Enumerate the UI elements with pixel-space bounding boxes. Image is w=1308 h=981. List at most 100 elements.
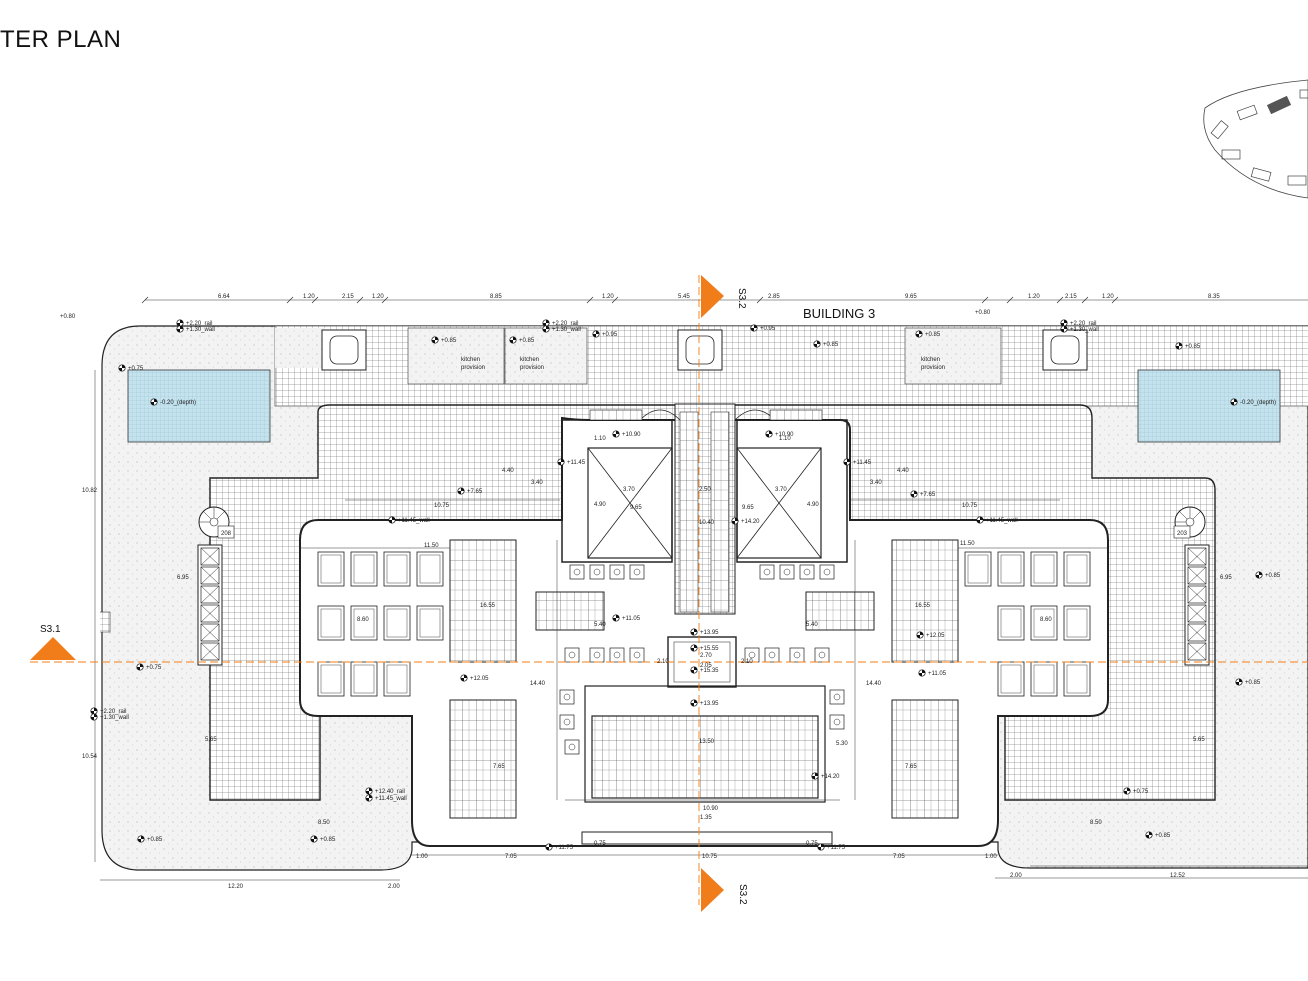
level-marker: +1.30_wall bbox=[542, 325, 581, 333]
kitchen-provision-right: provision bbox=[921, 365, 945, 371]
dim-top: 2.85 bbox=[768, 294, 780, 300]
dim-center: 9.65 bbox=[742, 505, 754, 511]
page-title: TER PLAN bbox=[0, 26, 122, 53]
level-marker: +13.95 bbox=[690, 699, 719, 707]
dim-center: 5.40 bbox=[594, 622, 606, 628]
level-marker: +15.35 bbox=[690, 666, 719, 674]
level-text: +11.45_wall bbox=[375, 796, 407, 802]
dim-center: 1.10 bbox=[779, 436, 791, 442]
stair-core-right bbox=[736, 447, 822, 559]
seat-module bbox=[350, 605, 378, 641]
level-marker: +11.45 bbox=[557, 458, 586, 466]
dim-tick bbox=[586, 296, 594, 304]
dim-tick bbox=[286, 296, 294, 304]
level-marker: +0.85 bbox=[1235, 678, 1261, 686]
seat-module bbox=[416, 551, 444, 587]
dim-center: 2.10 bbox=[657, 659, 669, 665]
level-marker: +0.85 bbox=[509, 336, 535, 344]
dim-center: 16.55 bbox=[915, 603, 931, 609]
level-text: +11.05 bbox=[928, 671, 947, 677]
level-text: +0.85 bbox=[320, 837, 336, 843]
chair bbox=[559, 714, 575, 730]
kitchen-zone-mid bbox=[504, 327, 588, 385]
level-marker: +1.30_wall bbox=[1060, 325, 1099, 333]
level-marker: +0.75 bbox=[136, 663, 162, 671]
seat-module bbox=[350, 551, 378, 587]
level-marker: +11.45 bbox=[843, 458, 872, 466]
seat-module bbox=[997, 605, 1025, 641]
level-marker: +0.85 bbox=[813, 340, 839, 348]
dim-center: 6.95 bbox=[177, 575, 189, 581]
level-text: +10.90 bbox=[622, 432, 641, 438]
level-marker: +11.05 bbox=[612, 614, 641, 622]
dim-bottom-mid: 10.75 bbox=[702, 854, 718, 860]
level-text: +2.20_rail bbox=[1070, 321, 1097, 327]
dim-center: 2.50 bbox=[699, 487, 711, 493]
dim-center: 7.65 bbox=[905, 764, 917, 770]
level-text: +0.85 bbox=[1265, 573, 1281, 579]
level-text: +11.45 bbox=[567, 460, 586, 466]
level-marker: +2.20_rail bbox=[176, 319, 213, 327]
upper-dot-zone-left bbox=[275, 328, 325, 368]
seat-module bbox=[350, 661, 378, 697]
dim-tick bbox=[756, 296, 764, 304]
dim-bottom-mid: 0.75 bbox=[594, 841, 606, 847]
level-text: +0.80 bbox=[975, 310, 991, 316]
bottom-entrance bbox=[581, 831, 833, 845]
level-marker: +1.30_wall bbox=[90, 713, 129, 721]
dim-tick bbox=[141, 296, 149, 304]
storage-boxes bbox=[200, 547, 1207, 661]
kitchen-label-left: kitchen bbox=[461, 357, 480, 363]
level-marker: +0.85 bbox=[1145, 831, 1171, 839]
dim-center: 13.50 bbox=[699, 739, 715, 745]
level-marker: +0.95 bbox=[750, 324, 776, 332]
section-marker-bottom bbox=[701, 868, 724, 912]
level-text: +0.85 bbox=[823, 342, 839, 348]
level-marker: +13.95 bbox=[690, 628, 719, 636]
level-marker: +10.90 bbox=[612, 430, 641, 438]
level-marker: -0.20_(depth) bbox=[1230, 398, 1276, 406]
level-marker: +14.20 bbox=[731, 517, 760, 525]
dim-center: 2.05 bbox=[700, 663, 712, 669]
dim-center: 2.10 bbox=[741, 659, 753, 665]
level-text: +2.20_rail bbox=[100, 709, 127, 715]
storage-box bbox=[200, 604, 220, 623]
level-text: +0.75 bbox=[128, 366, 144, 372]
seat-module bbox=[317, 661, 345, 697]
seat-module bbox=[383, 551, 411, 587]
level-marker: +12.05 bbox=[916, 631, 945, 639]
level-text: +1.30_wall bbox=[1070, 327, 1099, 333]
building-label: BUILDING 3 bbox=[803, 306, 875, 321]
dim-center: 4.90 bbox=[807, 502, 819, 508]
chair bbox=[589, 564, 605, 580]
level-marker: +15.55 bbox=[690, 644, 719, 652]
storage-box bbox=[1187, 566, 1207, 585]
section-label-top: S3.2 bbox=[736, 288, 747, 309]
dim-bottom-mid: 0.75 bbox=[806, 841, 818, 847]
dimension-lines bbox=[94, 299, 1308, 881]
storage-box bbox=[1187, 642, 1207, 661]
level-text: +0.85 bbox=[1185, 344, 1201, 350]
dim-left: 10.82 bbox=[82, 488, 98, 494]
dim-bottom-mid: 1.00 bbox=[416, 854, 428, 860]
dim-tick bbox=[1081, 296, 1089, 304]
site-context-map bbox=[1203, 79, 1308, 199]
seat-module bbox=[317, 605, 345, 641]
room-208-label: 208 bbox=[221, 531, 232, 537]
dim-center: 3.70 bbox=[775, 487, 787, 493]
chair bbox=[789, 647, 805, 663]
storage-box bbox=[1187, 547, 1207, 566]
seat-module bbox=[383, 661, 411, 697]
seat-module bbox=[1063, 605, 1091, 641]
dim-tick bbox=[1111, 296, 1119, 304]
dim-tick bbox=[1056, 296, 1064, 304]
dim-tick bbox=[311, 296, 319, 304]
level-marker: +2.20_rail bbox=[90, 707, 127, 715]
dim-center: 10.90 bbox=[703, 806, 719, 812]
level-marker: +11.45_wall bbox=[976, 516, 1018, 524]
seat-module bbox=[383, 605, 411, 641]
level-marker: +0.85 bbox=[137, 835, 163, 843]
kitchen-label-right: kitchen bbox=[921, 357, 940, 363]
level-text: +0.75 bbox=[146, 665, 162, 671]
